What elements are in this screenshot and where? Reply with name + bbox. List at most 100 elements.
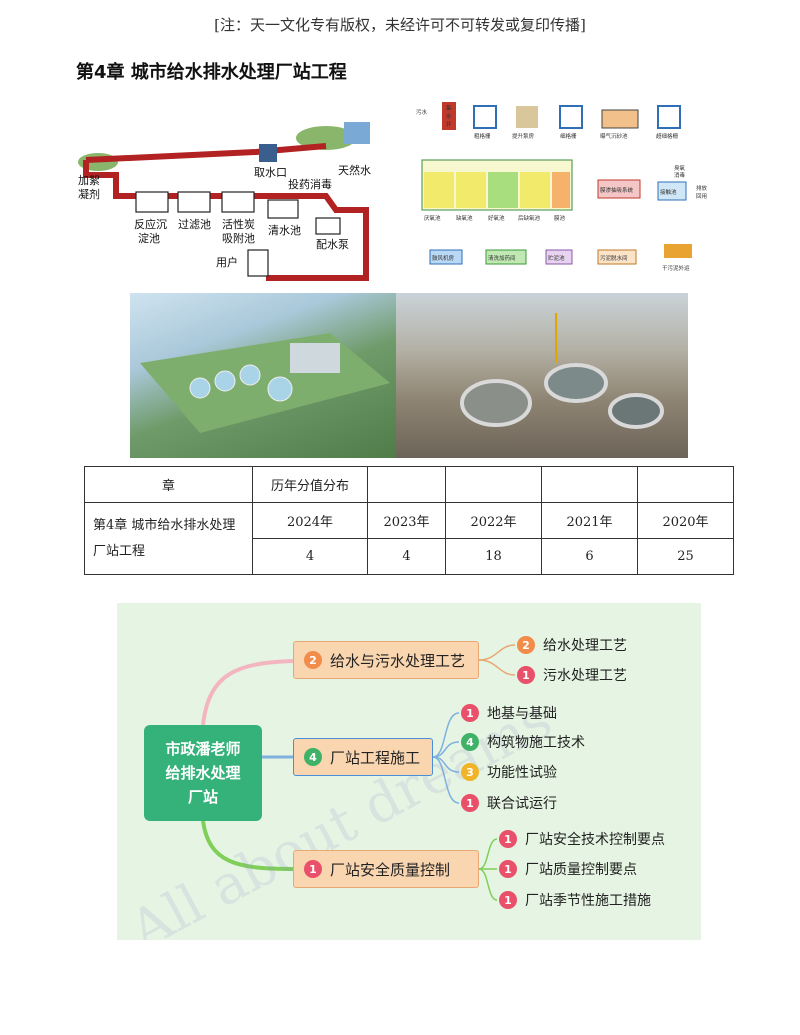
copyright-notice: [注：天一文化专有版权，未经许可不可转发或复印传播]	[214, 16, 586, 34]
plabel-lift: 提升泵房	[512, 132, 535, 140]
truck	[664, 244, 692, 258]
aerial-svg	[140, 333, 390, 433]
leaf-label: 构筑物施工技术	[487, 735, 585, 751]
connector-branch-3	[201, 820, 294, 871]
plabel-anaerobic: 厌氧池	[424, 214, 441, 222]
year-cell: 2023年	[367, 502, 446, 539]
mindmap-connectors	[201, 644, 516, 901]
count-badge: 1	[499, 830, 517, 848]
branch-safety-quality[interactable]: 1 厂站安全质量控制	[293, 850, 479, 888]
plabel-dewater: 污泥脱水间	[600, 254, 628, 262]
building-block	[290, 343, 340, 373]
leaf-foundation[interactable]: 1 地基与基础	[461, 703, 557, 723]
header-empty	[637, 466, 734, 503]
plabel-membrane: 膜池	[554, 214, 566, 222]
plabel-dry: 干污泥外运	[662, 264, 690, 272]
year-cell: 2020年	[637, 502, 734, 539]
leaf-label: 厂站季节性施工措施	[525, 893, 651, 909]
label-coagulant-1: 加絮	[78, 173, 100, 187]
tank-1	[189, 377, 211, 399]
connector-leaf	[478, 644, 516, 661]
plabel-mbr: 膜渗抽吸系统	[600, 186, 634, 194]
plabel-reuse-2: 回用	[696, 193, 707, 200]
count-badge: 2	[517, 636, 535, 654]
leaf-water-supply-process[interactable]: 2 给水处理工艺	[517, 635, 627, 655]
score-cell: 18	[445, 538, 542, 575]
reaction-basin	[135, 191, 169, 213]
aerobic-tank	[488, 172, 518, 208]
plabel-aerobic: 好氧池	[488, 214, 505, 222]
plabel-fine: 细格栅	[560, 132, 577, 140]
cleaning-room	[485, 249, 527, 265]
construction-site-photo	[396, 293, 688, 458]
pump-house	[315, 217, 341, 235]
label-pump: 配水泵	[316, 238, 349, 251]
year-cell: 2021年	[541, 502, 638, 539]
connector-branch-1	[201, 659, 294, 726]
leaf-trial-run[interactable]: 1 联合试运行	[461, 793, 557, 813]
plabel-well-2: 水	[446, 112, 452, 120]
fine-screen	[559, 105, 583, 129]
membrane-tank	[552, 172, 570, 208]
plabel-uv-1: 臭氧	[674, 164, 686, 172]
leaf-seasonal-measures[interactable]: 1 厂站季节性施工措施	[499, 890, 651, 910]
count-badge: 4	[304, 748, 322, 766]
tank-4	[267, 376, 293, 402]
leaf-label: 厂站安全技术控制要点	[525, 832, 665, 848]
label-carbon-2: 吸附池	[222, 231, 255, 245]
user-building	[247, 249, 269, 277]
count-badge: 1	[461, 794, 479, 812]
count-badge: 1	[499, 860, 517, 878]
branch-label: 厂站工程施工	[330, 748, 421, 767]
header-empty	[445, 466, 542, 503]
plabel-grit: 曝气沉砂池	[600, 132, 628, 140]
post-anoxic-tank	[520, 172, 550, 208]
intake-box	[259, 144, 277, 162]
leaf-functional-test[interactable]: 3 功能性试验	[461, 762, 557, 782]
header-chapter: 章	[84, 466, 253, 503]
mindmap-root[interactable]: 市政潘老师 给排水处理 厂站	[144, 725, 262, 821]
leaf-sewage-process[interactable]: 1 污水处理工艺	[517, 665, 627, 685]
table-row: 章 历年分值分布	[84, 466, 734, 503]
connector-leaf	[432, 756, 460, 804]
water-supply-svg: 加絮 凝剂 取水口 天然水 投药消毒 反应沉 淀池 过滤池 活性炭 吸附池 清水…	[78, 122, 371, 281]
plabel-well-1: 集	[446, 104, 452, 112]
count-badge: 3	[461, 763, 479, 781]
leaf-quality-control[interactable]: 1 厂站质量控制要点	[499, 859, 637, 879]
label-reaction-2: 淀池	[138, 231, 160, 245]
leaf-structure-tech[interactable]: 4 构筑物施工技术	[461, 732, 585, 752]
table-row: 第4章 城市给水排水处理厂站工程 2024年 2023年 2022年 2021年…	[84, 502, 734, 575]
site-tank-3	[608, 393, 664, 429]
grit-chamber	[601, 109, 639, 129]
plabel-sewage: 污水	[416, 108, 428, 116]
filter-basin	[177, 191, 211, 213]
label-filter: 过滤池	[178, 218, 211, 231]
branch-label: 给水与污水处理工艺	[330, 651, 466, 670]
label-dosing: 投药消毒	[288, 177, 332, 191]
leaf-label: 联合试运行	[487, 796, 557, 812]
blower-room	[429, 249, 463, 265]
tank-2	[214, 370, 236, 392]
water-supply-diagram: 加絮 凝剂 取水口 天然水 投药消毒 反应沉 淀池 过滤池 活性炭 吸附池 清水…	[76, 100, 376, 282]
plabel-reuse-1: 排放	[696, 184, 708, 192]
header-distribution: 历年分值分布	[252, 466, 368, 503]
anoxic-tank	[456, 172, 486, 208]
table-row: 4 4 18 6 25	[85, 538, 734, 575]
sewage-process-svg: 污水 集 水 井 粗格栅 提升泵房 细格栅 曝气沉砂池 超细格栅 厌氧池 缺氧池…	[416, 102, 708, 272]
branch-construction[interactable]: 4 厂站工程施工	[293, 738, 433, 776]
anaerobic-tank	[424, 172, 454, 208]
collection-well	[442, 102, 456, 130]
label-natural-water: 天然水	[338, 163, 371, 177]
connector-leaf	[478, 659, 516, 676]
contact-tank	[657, 181, 687, 201]
root-line: 市政潘老师	[165, 740, 241, 758]
root-line: 厂站	[187, 788, 218, 806]
count-badge: 1	[461, 704, 479, 722]
branch-treatment-process[interactable]: 2 给水与污水处理工艺	[293, 641, 479, 679]
score-distribution-table: 章 历年分值分布 第4章 城市给水排水处理厂站工程 2024年 2023年 20…	[84, 466, 734, 575]
dewater-room	[597, 249, 637, 265]
sludge-tank	[545, 249, 573, 265]
plant-aerial-rendering	[130, 293, 396, 458]
leaf-safety-control[interactable]: 1 厂站安全技术控制要点	[499, 829, 665, 849]
site-tank-1	[460, 379, 532, 427]
